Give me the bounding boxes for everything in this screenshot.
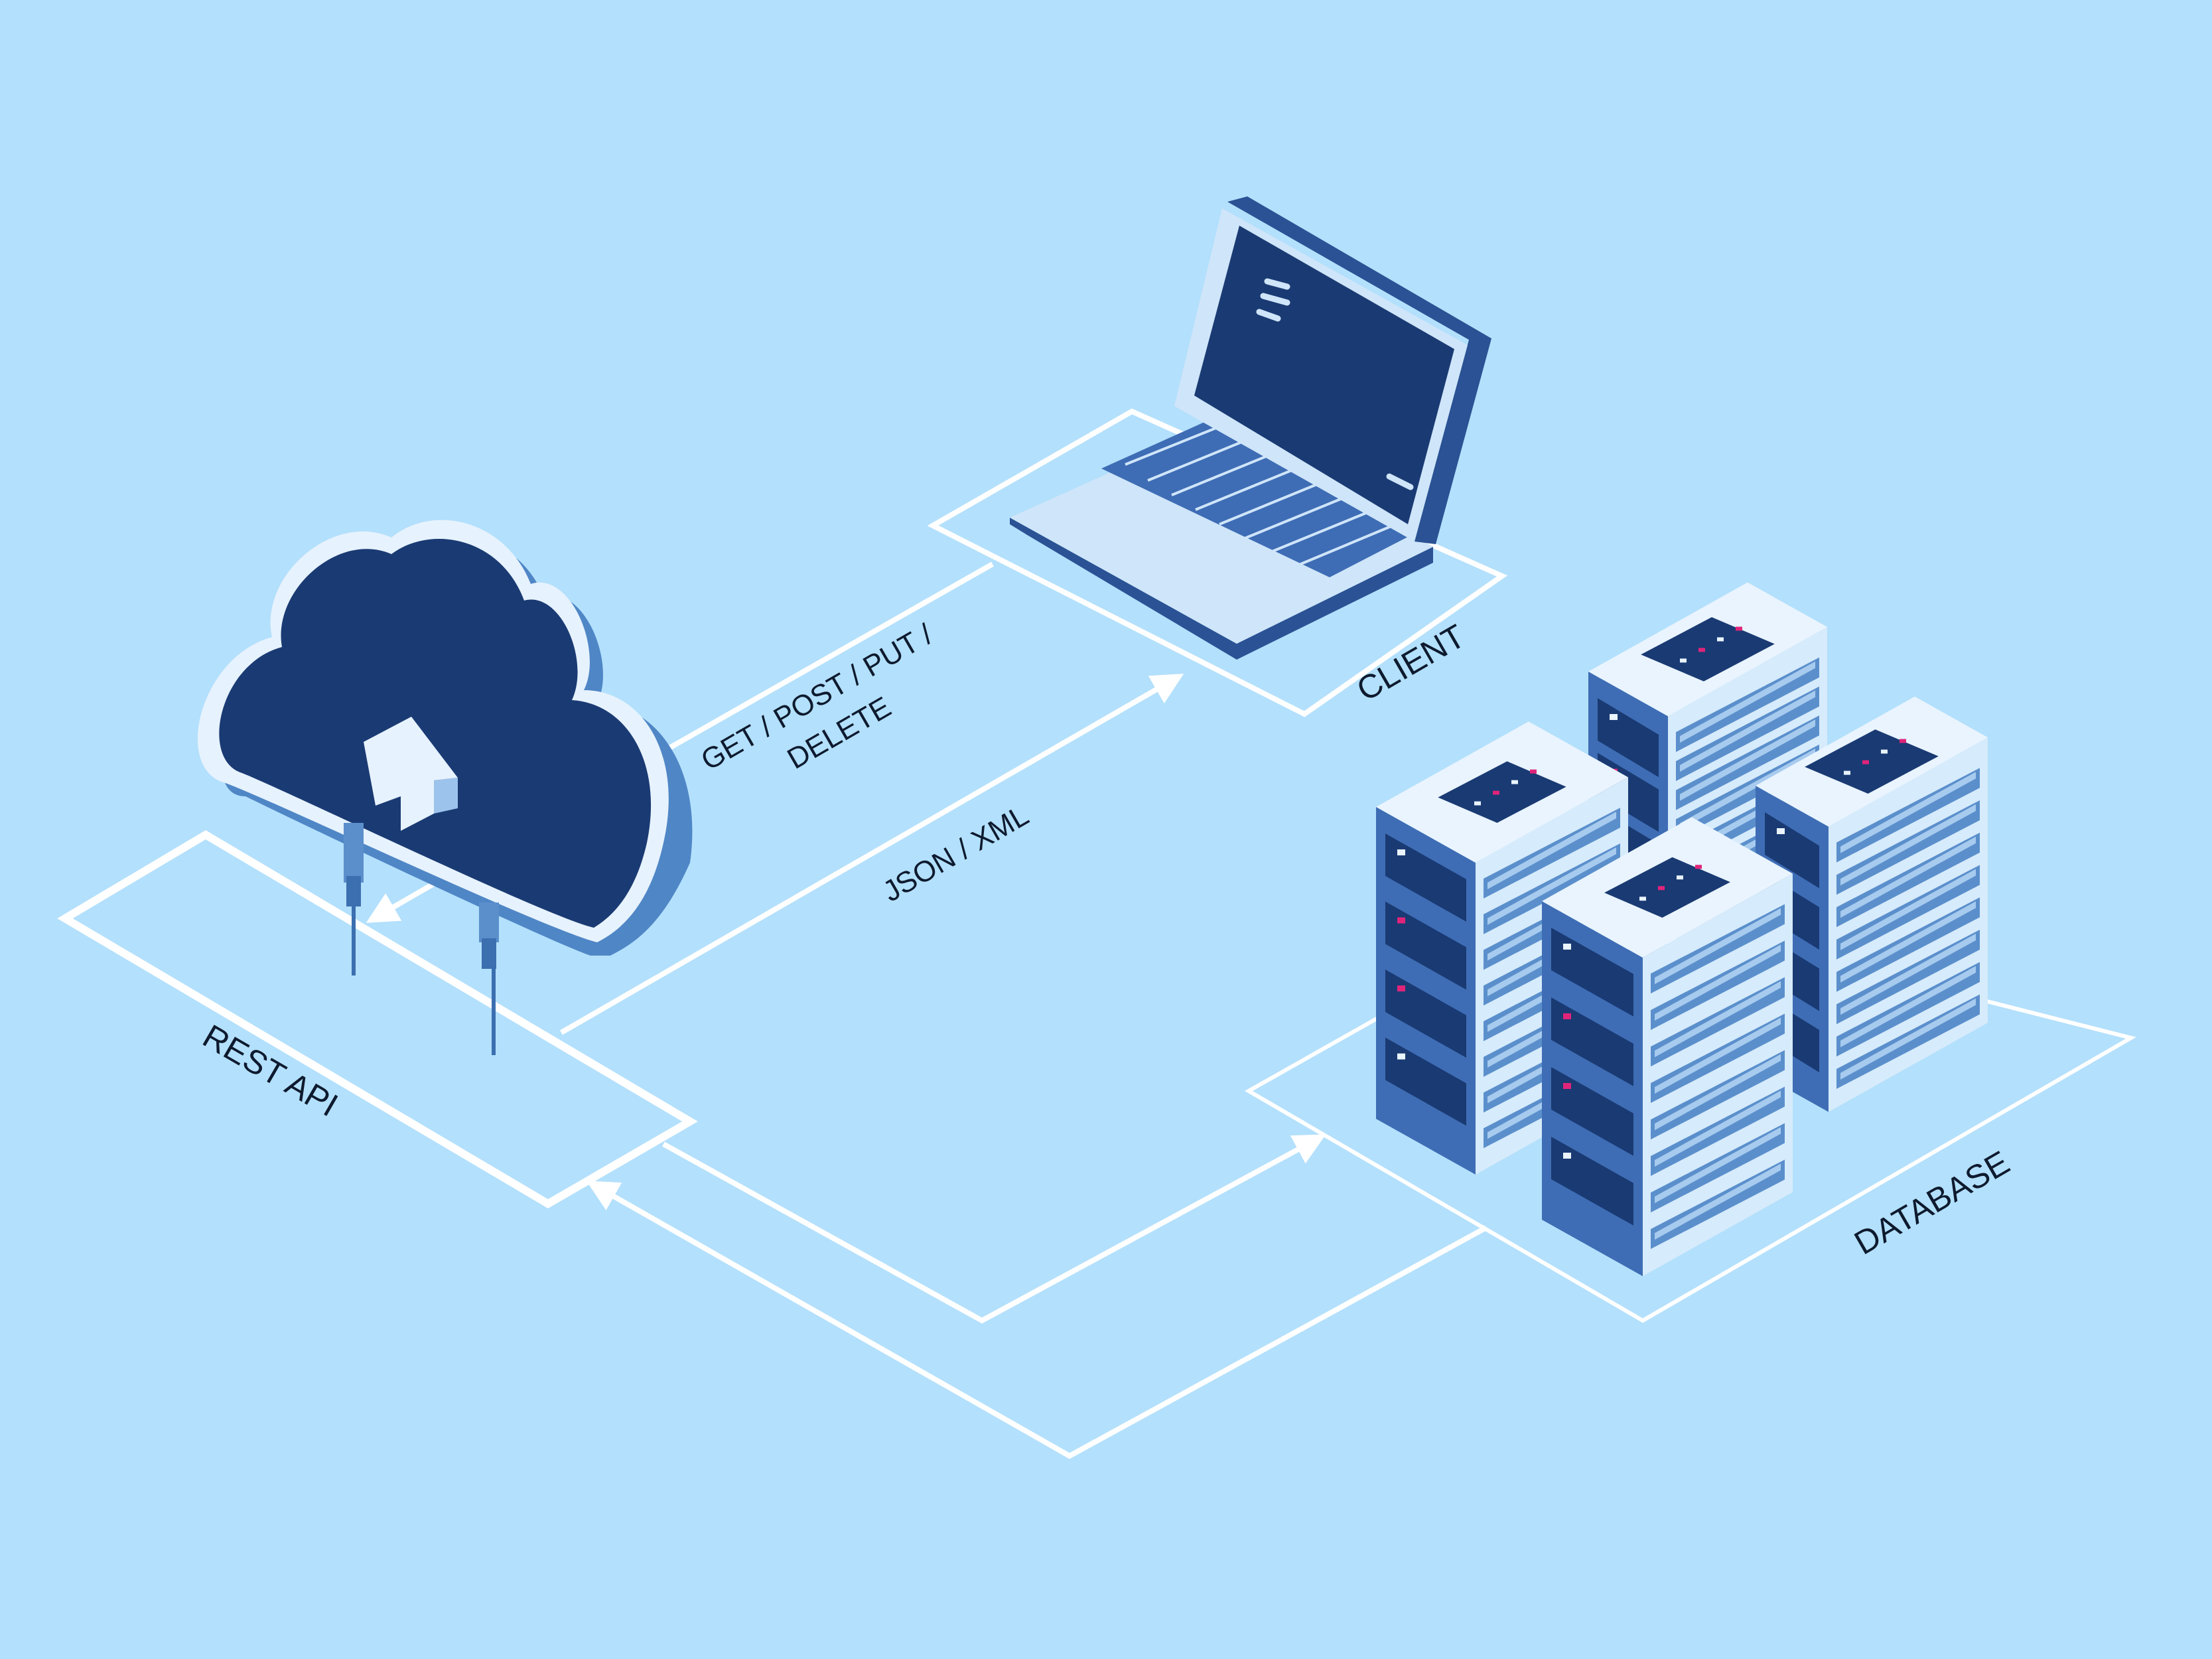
screen-text-lines — [1256, 278, 1414, 490]
cloud-connector-pins — [344, 823, 499, 1055]
database-to-api-connector — [586, 1181, 1487, 1459]
client-label: CLIENT — [1351, 617, 1472, 708]
response-connector — [560, 674, 1184, 1035]
api-to-database-connector — [662, 1134, 1326, 1324]
keyboard — [1101, 414, 1409, 577]
laptop-icon — [1010, 196, 1491, 660]
client-platform — [927, 408, 1508, 717]
cloud-upload-icon — [197, 520, 693, 1055]
request-connector — [616, 561, 994, 780]
server-tower-right — [1756, 696, 1988, 1112]
database-label: DATABASE — [1848, 1143, 2016, 1262]
upload-arrow-icon — [364, 717, 458, 831]
server-tower-front — [1542, 817, 1793, 1277]
rest-api-platform — [57, 830, 698, 1208]
server-rack-icon — [1376, 582, 1988, 1277]
laptop-screen — [1194, 226, 1454, 524]
response-format-label: JSON / XML — [878, 799, 1034, 908]
